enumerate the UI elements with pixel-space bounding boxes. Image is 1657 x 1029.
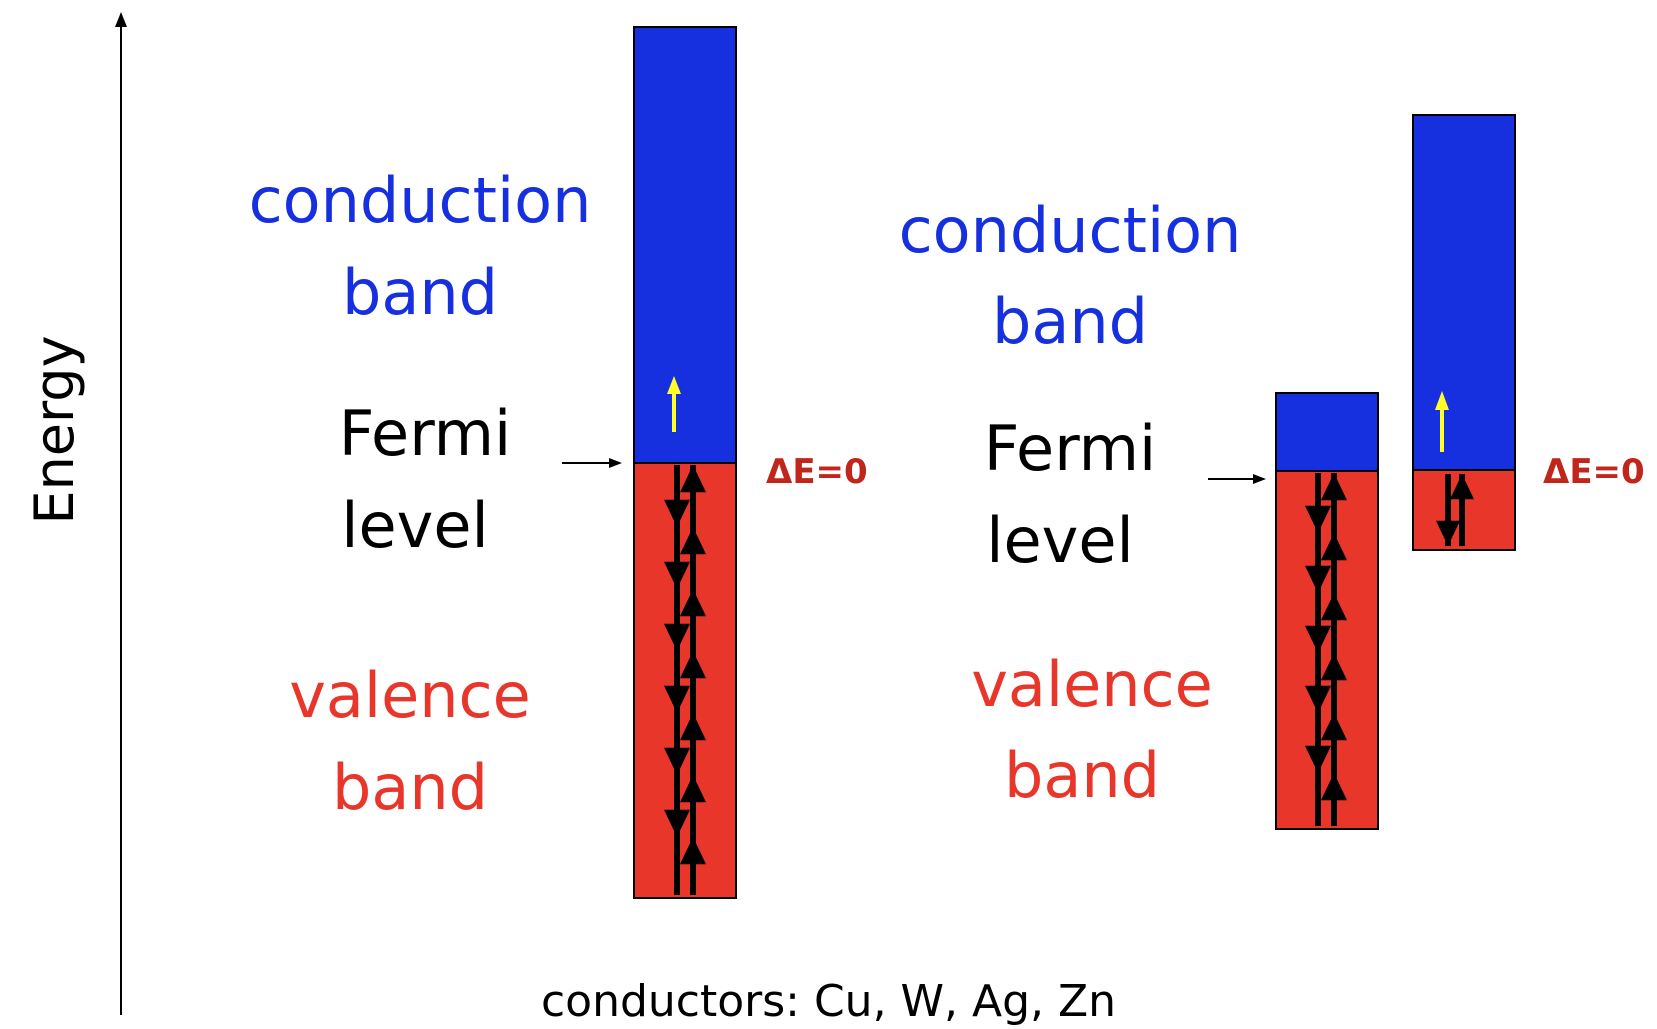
right-upper-conduction-band <box>1412 114 1516 471</box>
spin-down-arrowhead <box>664 499 690 527</box>
conductor-examples-caption: conductors: Cu, W, Ag, Zn <box>540 976 1117 1027</box>
right-excited-electron-arrow <box>1435 391 1449 452</box>
left-fermi-label-line2: level <box>341 489 489 562</box>
spin-up-arrowhead <box>680 465 706 493</box>
left-valence-label-line1: valence <box>289 659 531 732</box>
spin-down-arrowhead <box>1436 520 1460 546</box>
left-fermi-label-line1: Fermi <box>338 397 512 470</box>
spin-up-arrowhead <box>1321 773 1347 801</box>
spin-down-arrowhead <box>1305 745 1331 773</box>
left-conduction-label-line1: conduction <box>248 164 592 237</box>
spin-down-arrowhead <box>1305 625 1331 653</box>
left-conduction-label-line2: band <box>342 256 498 329</box>
right-lower-conduction-band <box>1275 392 1379 472</box>
right-valence-label-line2: band <box>1004 739 1160 812</box>
right-lower-electron-arrows <box>1305 473 1347 826</box>
spin-up-arrowhead <box>1321 533 1347 561</box>
spin-up-arrowhead <box>1321 473 1347 501</box>
left-electron-arrows <box>664 465 706 895</box>
energy-axis-label: Energy <box>23 335 86 525</box>
spin-up-arrowhead <box>1321 653 1347 681</box>
spin-up-arrowhead <box>1321 713 1347 741</box>
energy-axis-arrowhead <box>115 12 127 27</box>
right-fermi-label-line1: Fermi <box>983 412 1157 485</box>
spin-down-arrowhead <box>664 561 690 589</box>
spin-up-arrowhead <box>1450 474 1474 500</box>
right-fermi-label-line2: level <box>986 504 1134 577</box>
spin-up-arrowhead <box>680 775 706 803</box>
right-delta-e-label: ΔE=0 <box>1543 452 1645 492</box>
spin-down-arrowhead <box>664 685 690 713</box>
right-conduction-label-line1: conduction <box>898 194 1242 267</box>
left-conduction-band <box>633 26 737 464</box>
spin-down-arrowhead <box>1305 505 1331 533</box>
right-conduction-label-line2: band <box>992 285 1148 358</box>
right-valence-label-line1: valence <box>971 648 1213 721</box>
left-fermi-pointer-arrow <box>562 458 622 468</box>
left-valence-band <box>633 462 737 899</box>
spin-down-arrowhead <box>1305 565 1331 593</box>
spin-down-arrowhead <box>1305 685 1331 713</box>
right-lower-valence-band <box>1275 470 1379 830</box>
spin-down-arrowhead <box>664 747 690 775</box>
right-fermi-pointer-arrow <box>1208 474 1266 484</box>
right-upper-electron-arrows <box>1436 474 1474 546</box>
spin-up-arrowhead <box>680 837 706 865</box>
spin-up-arrowhead <box>680 713 706 741</box>
left-delta-e-label: ΔE=0 <box>766 452 868 492</box>
spin-up-arrowhead <box>1321 593 1347 621</box>
left-valence-label-line2: band <box>332 751 488 824</box>
left-excited-electron-arrow <box>667 376 681 432</box>
spin-down-arrowhead <box>664 809 690 837</box>
spin-up-arrowhead <box>680 527 706 555</box>
spin-up-arrowhead <box>680 651 706 679</box>
spin-down-arrowhead <box>664 623 690 651</box>
spin-up-arrowhead <box>680 589 706 617</box>
